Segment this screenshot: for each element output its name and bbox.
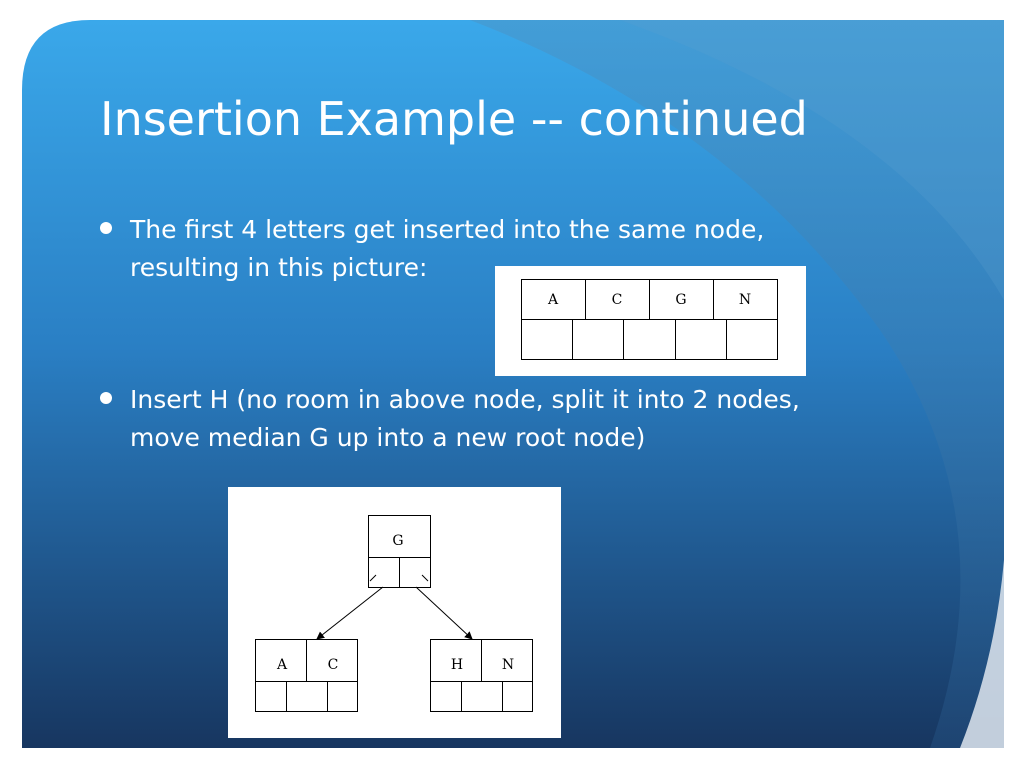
node-key: G bbox=[675, 292, 686, 308]
bullet-dot-icon bbox=[100, 222, 112, 234]
node-key: A bbox=[276, 657, 288, 673]
left-child-arrow bbox=[316, 586, 384, 640]
node-key: N bbox=[502, 657, 514, 673]
node-key: G bbox=[392, 533, 403, 549]
node-key: A bbox=[547, 292, 559, 308]
bullet-dot-icon bbox=[100, 392, 112, 404]
slide-title: Insertion Example -- continued bbox=[100, 92, 808, 146]
btree-single-node-diagram: A C G N bbox=[521, 279, 778, 360]
right-child-arrow bbox=[415, 586, 473, 640]
btree-single-node-figure: A C G N bbox=[495, 266, 806, 376]
node-key: N bbox=[739, 292, 751, 308]
node-key: H bbox=[451, 657, 463, 673]
bullet-text-line: resulting in this picture: bbox=[130, 253, 428, 282]
node-key: C bbox=[612, 292, 623, 308]
node-key: C bbox=[328, 657, 339, 673]
btree-split-diagram: G A C H N bbox=[255, 515, 533, 712]
btree-split-figure: G A C H N bbox=[228, 487, 561, 738]
bullet-text-line: move median G up into a new root node) bbox=[130, 423, 646, 452]
bullet-text-line: The first 4 letters get inserted into th… bbox=[130, 215, 765, 244]
bullet-text-line: Insert H (no room in above node, split i… bbox=[130, 385, 800, 414]
